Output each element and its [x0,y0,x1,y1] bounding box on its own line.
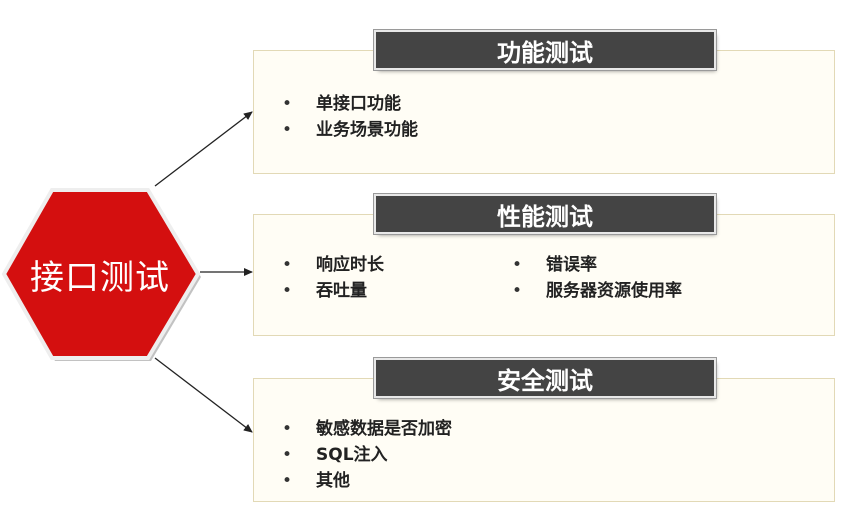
bullet-icon: • [282,94,293,114]
performance-list-right: • 错误率 • 服务器资源使用率 [512,252,682,304]
bullet-icon: • [512,281,523,301]
list-item-label: 响应时长 [316,255,384,275]
security-title: 安全测试 [376,360,714,396]
functional-panel: • 单接口功能 • 业务场景功能 [253,50,835,174]
arrow-to-functional [154,111,253,187]
list-item-label: 其他 [316,471,350,491]
list-item-label: 业务场景功能 [316,120,418,140]
list-item: • 单接口功能 [282,91,418,117]
bullet-icon: • [282,281,293,301]
list-item: • 服务器资源使用率 [512,278,682,304]
list-item: • 错误率 [512,252,682,278]
bullet-icon: • [282,419,293,439]
bullet-icon: • [282,120,293,140]
list-item: • 业务场景功能 [282,117,418,143]
list-item-label: 错误率 [546,255,597,275]
list-item-label: 单接口功能 [316,94,401,114]
list-item-label: SQL注入 [316,445,388,465]
bullet-icon: • [512,255,523,275]
list-item-label: 吞吐量 [316,281,367,301]
list-item: • 其他 [282,468,452,494]
bullet-icon: • [282,471,293,491]
functional-title: 功能测试 [376,32,714,68]
performance-panel: • 响应时长 • 吞吐量 • 错误率 • 服务器资源使用率 [253,214,835,336]
arrow-to-security [154,357,253,433]
functional-list: • 单接口功能 • 业务场景功能 [282,91,418,143]
performance-title: 性能测试 [376,196,714,232]
list-item-label: 敏感数据是否加密 [316,419,452,439]
security-panel: • 敏感数据是否加密 • SQL注入 • 其他 [253,378,835,502]
list-item: • 响应时长 [282,252,384,278]
list-item: • 吞吐量 [282,278,384,304]
list-item-label: 服务器资源使用率 [546,281,682,301]
performance-list-left: • 响应时长 • 吞吐量 [282,252,384,304]
hexagon-shape [1,188,201,361]
list-item: • 敏感数据是否加密 [282,416,452,442]
center-label: 接口测试 [30,257,170,298]
bullet-icon: • [282,445,293,465]
center-hexagon: 接口测试 [0,186,214,362]
bullet-icon: • [282,255,293,275]
security-list: • 敏感数据是否加密 • SQL注入 • 其他 [282,416,452,494]
list-item: • SQL注入 [282,442,452,468]
